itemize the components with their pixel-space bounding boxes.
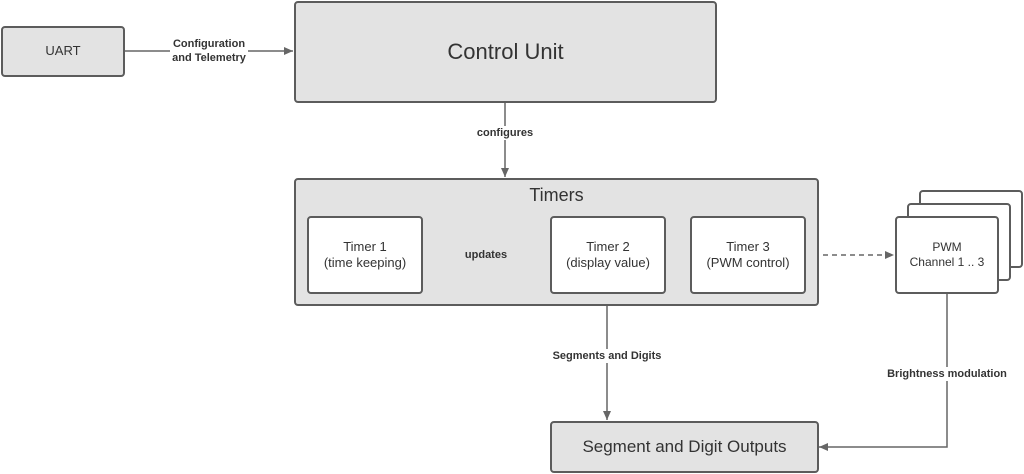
brightness-connector bbox=[819, 293, 948, 451]
brightness-edge-label: Brightness modulation bbox=[882, 367, 1012, 382]
timer3-name: Timer 3 bbox=[726, 238, 770, 254]
pwm-name: PWM bbox=[932, 240, 962, 254]
segments-edge-label: Segments and Digits bbox=[549, 349, 665, 364]
pwm-channels: Channel 1 .. 3 bbox=[909, 255, 985, 269]
timer1-role: (time keeping) bbox=[323, 255, 407, 270]
timer3-block: Timer 3 (PWM control) bbox=[690, 216, 806, 294]
timer1-name: Timer 1 bbox=[343, 238, 387, 254]
timer2-role: (display value) bbox=[566, 255, 650, 270]
uart-label: UART bbox=[45, 43, 81, 59]
uart-control-edge-label-line2: and Telemetry bbox=[172, 52, 246, 65]
outputs-block: Segment and Digit Outputs bbox=[550, 421, 819, 473]
timer2-block: Timer 2 (display value) bbox=[550, 216, 666, 294]
timer1-block: Timer 1 (time keeping) bbox=[307, 216, 423, 294]
timers-group-title: Timers bbox=[529, 185, 584, 205]
uart-block: UART bbox=[1, 26, 125, 77]
timer2-name: Timer 2 bbox=[586, 238, 630, 254]
pwm-block: PWM Channel 1 .. 3 bbox=[895, 216, 999, 294]
control-unit-label: Control Unit bbox=[447, 39, 564, 65]
updates-edge-label: updates bbox=[462, 248, 510, 263]
uart-control-edge-label-line1: Configuration bbox=[172, 38, 246, 50]
control-unit-block: Control Unit bbox=[294, 1, 717, 103]
configures-edge-label: configures bbox=[474, 126, 536, 141]
uart-control-edge-label: Configuration and Telemetry bbox=[170, 37, 248, 66]
timer3-role: (PWM control) bbox=[706, 255, 790, 270]
outputs-label: Segment and Digit Outputs bbox=[582, 437, 787, 457]
